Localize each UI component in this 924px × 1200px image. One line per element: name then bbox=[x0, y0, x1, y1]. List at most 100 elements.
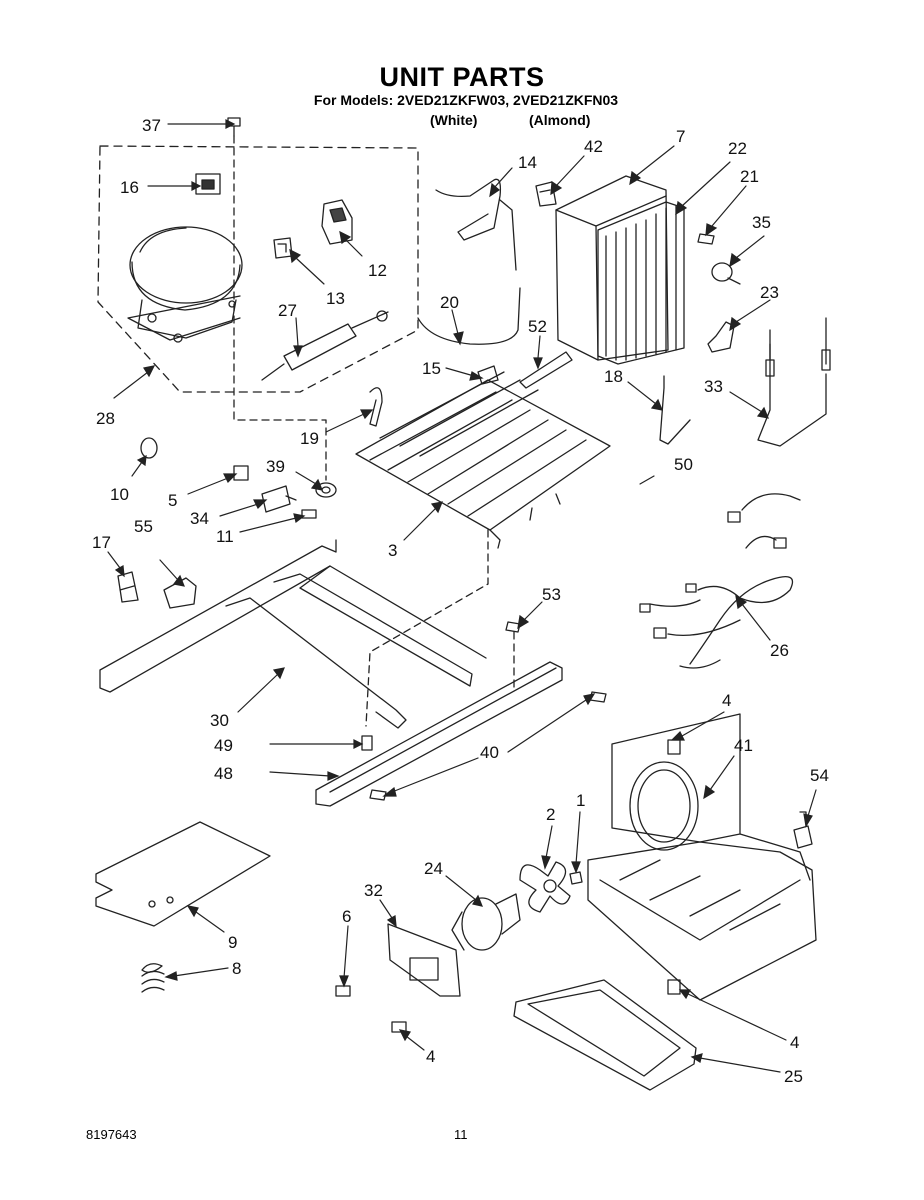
callout-52: 52 bbox=[528, 317, 547, 336]
fan-motor bbox=[451, 893, 521, 951]
callout-12: 12 bbox=[368, 261, 387, 280]
nut-1 bbox=[569, 871, 583, 885]
callout-27: 27 bbox=[278, 301, 297, 320]
condenser-fan-motor bbox=[711, 262, 741, 285]
fan-blade bbox=[519, 861, 571, 913]
callout-4-upper: 4 bbox=[722, 691, 731, 710]
access-plate bbox=[95, 821, 271, 927]
document-number: 8197643 bbox=[86, 1127, 137, 1142]
callout-30: 30 bbox=[210, 711, 229, 730]
compressor bbox=[127, 226, 243, 343]
callout-35: 35 bbox=[752, 213, 771, 232]
tube-14 bbox=[435, 178, 517, 271]
screw-49 bbox=[361, 735, 373, 751]
screw-40b bbox=[369, 789, 387, 801]
callout-10: 10 bbox=[110, 485, 129, 504]
leader-dash-37 bbox=[233, 135, 327, 481]
page-title: UNIT PARTS bbox=[379, 62, 545, 92]
callout-40: 40 bbox=[480, 743, 499, 762]
callout-19: 19 bbox=[300, 429, 319, 448]
overload-relay bbox=[195, 173, 221, 195]
callout-33: 33 bbox=[704, 377, 723, 396]
leader-dash-evaporator bbox=[365, 529, 489, 727]
relay-cover bbox=[321, 199, 353, 245]
tube-19 bbox=[369, 387, 383, 427]
models-line: For Models: 2VED21ZKFW03, 2VED21ZKFN03 bbox=[313, 92, 619, 108]
evaporator bbox=[355, 371, 611, 549]
filter-drier bbox=[261, 310, 389, 381]
clip-23 bbox=[707, 321, 735, 353]
screw-4a bbox=[667, 739, 681, 755]
condenser-housing bbox=[555, 175, 669, 361]
screw-37 bbox=[227, 117, 241, 137]
callout-4-lower-right: 4 bbox=[790, 1033, 799, 1052]
clip-17 bbox=[117, 571, 139, 603]
callout-42: 42 bbox=[584, 137, 603, 156]
foam-strip-52 bbox=[519, 351, 573, 389]
clip-15 bbox=[477, 365, 499, 385]
screw-4b bbox=[667, 979, 681, 995]
callout-41: 41 bbox=[734, 736, 753, 755]
callout-1: 1 bbox=[576, 791, 585, 810]
callout-15: 15 bbox=[422, 359, 441, 378]
page-header: UNIT PARTS For Models: 2VED21ZKFW03, 2VE… bbox=[0, 62, 924, 109]
wiring-harness bbox=[639, 493, 801, 669]
callout-28: 28 bbox=[96, 409, 115, 428]
callout-5: 5 bbox=[168, 491, 177, 510]
callout-48: 48 bbox=[214, 764, 233, 783]
page-number: 11 bbox=[454, 1127, 468, 1142]
callout-13: 13 bbox=[326, 289, 345, 308]
callout-14: 14 bbox=[518, 153, 537, 172]
callout-34: 34 bbox=[190, 509, 209, 528]
grommet-10 bbox=[140, 437, 158, 459]
callout-20: 20 bbox=[440, 293, 459, 312]
relay-clip bbox=[273, 237, 293, 259]
callout-24: 24 bbox=[424, 859, 443, 878]
callout-11: 11 bbox=[216, 527, 234, 546]
callout-17: 17 bbox=[92, 533, 111, 552]
wire-hanger-18 bbox=[659, 375, 691, 445]
cap-5 bbox=[233, 465, 249, 481]
callout-22: 22 bbox=[728, 139, 747, 158]
variant-white-label: (White) bbox=[430, 112, 478, 128]
screw-21 bbox=[697, 233, 715, 245]
motor-bracket bbox=[387, 923, 461, 997]
callout-32: 32 bbox=[364, 881, 383, 900]
callout-6: 6 bbox=[342, 907, 351, 926]
spring-8 bbox=[141, 963, 165, 993]
callout-53: 53 bbox=[542, 585, 561, 604]
callout-2: 2 bbox=[546, 805, 555, 824]
callout-21: 21 bbox=[740, 167, 759, 186]
screw-53 bbox=[505, 621, 521, 633]
condenser-coil bbox=[597, 201, 685, 365]
defrost-heater-33 bbox=[757, 317, 831, 447]
callout-8: 8 bbox=[232, 959, 241, 978]
bracket-55 bbox=[163, 577, 197, 609]
drain-pan bbox=[513, 979, 697, 1091]
callout-26: 26 bbox=[770, 641, 789, 660]
callout-55: 55 bbox=[134, 517, 153, 536]
machine-compartment bbox=[587, 713, 817, 1001]
callout-37: 37 bbox=[142, 116, 161, 135]
callout-18: 18 bbox=[604, 367, 623, 386]
tube-20 bbox=[417, 287, 521, 345]
callout-25: 25 bbox=[784, 1067, 803, 1086]
callout-39: 39 bbox=[266, 457, 285, 476]
bracket-42 bbox=[535, 181, 557, 207]
compressor-group-outline bbox=[97, 145, 419, 393]
callout-50: 50 bbox=[674, 455, 693, 474]
callout-49: 49 bbox=[214, 736, 233, 755]
callout-9: 9 bbox=[228, 933, 237, 952]
screw-6 bbox=[335, 985, 351, 997]
rail-48 bbox=[315, 661, 563, 807]
callout-4-lower-left: 4 bbox=[426, 1047, 435, 1066]
variant-almond-label: (Almond) bbox=[529, 112, 591, 128]
callout-54: 54 bbox=[810, 766, 829, 785]
callout-7: 7 bbox=[676, 127, 685, 146]
terminal-box-34 bbox=[261, 485, 297, 513]
screw-11 bbox=[301, 509, 317, 519]
base-frame bbox=[99, 539, 487, 729]
callout-16: 16 bbox=[120, 178, 139, 197]
callout-3: 3 bbox=[388, 541, 397, 560]
